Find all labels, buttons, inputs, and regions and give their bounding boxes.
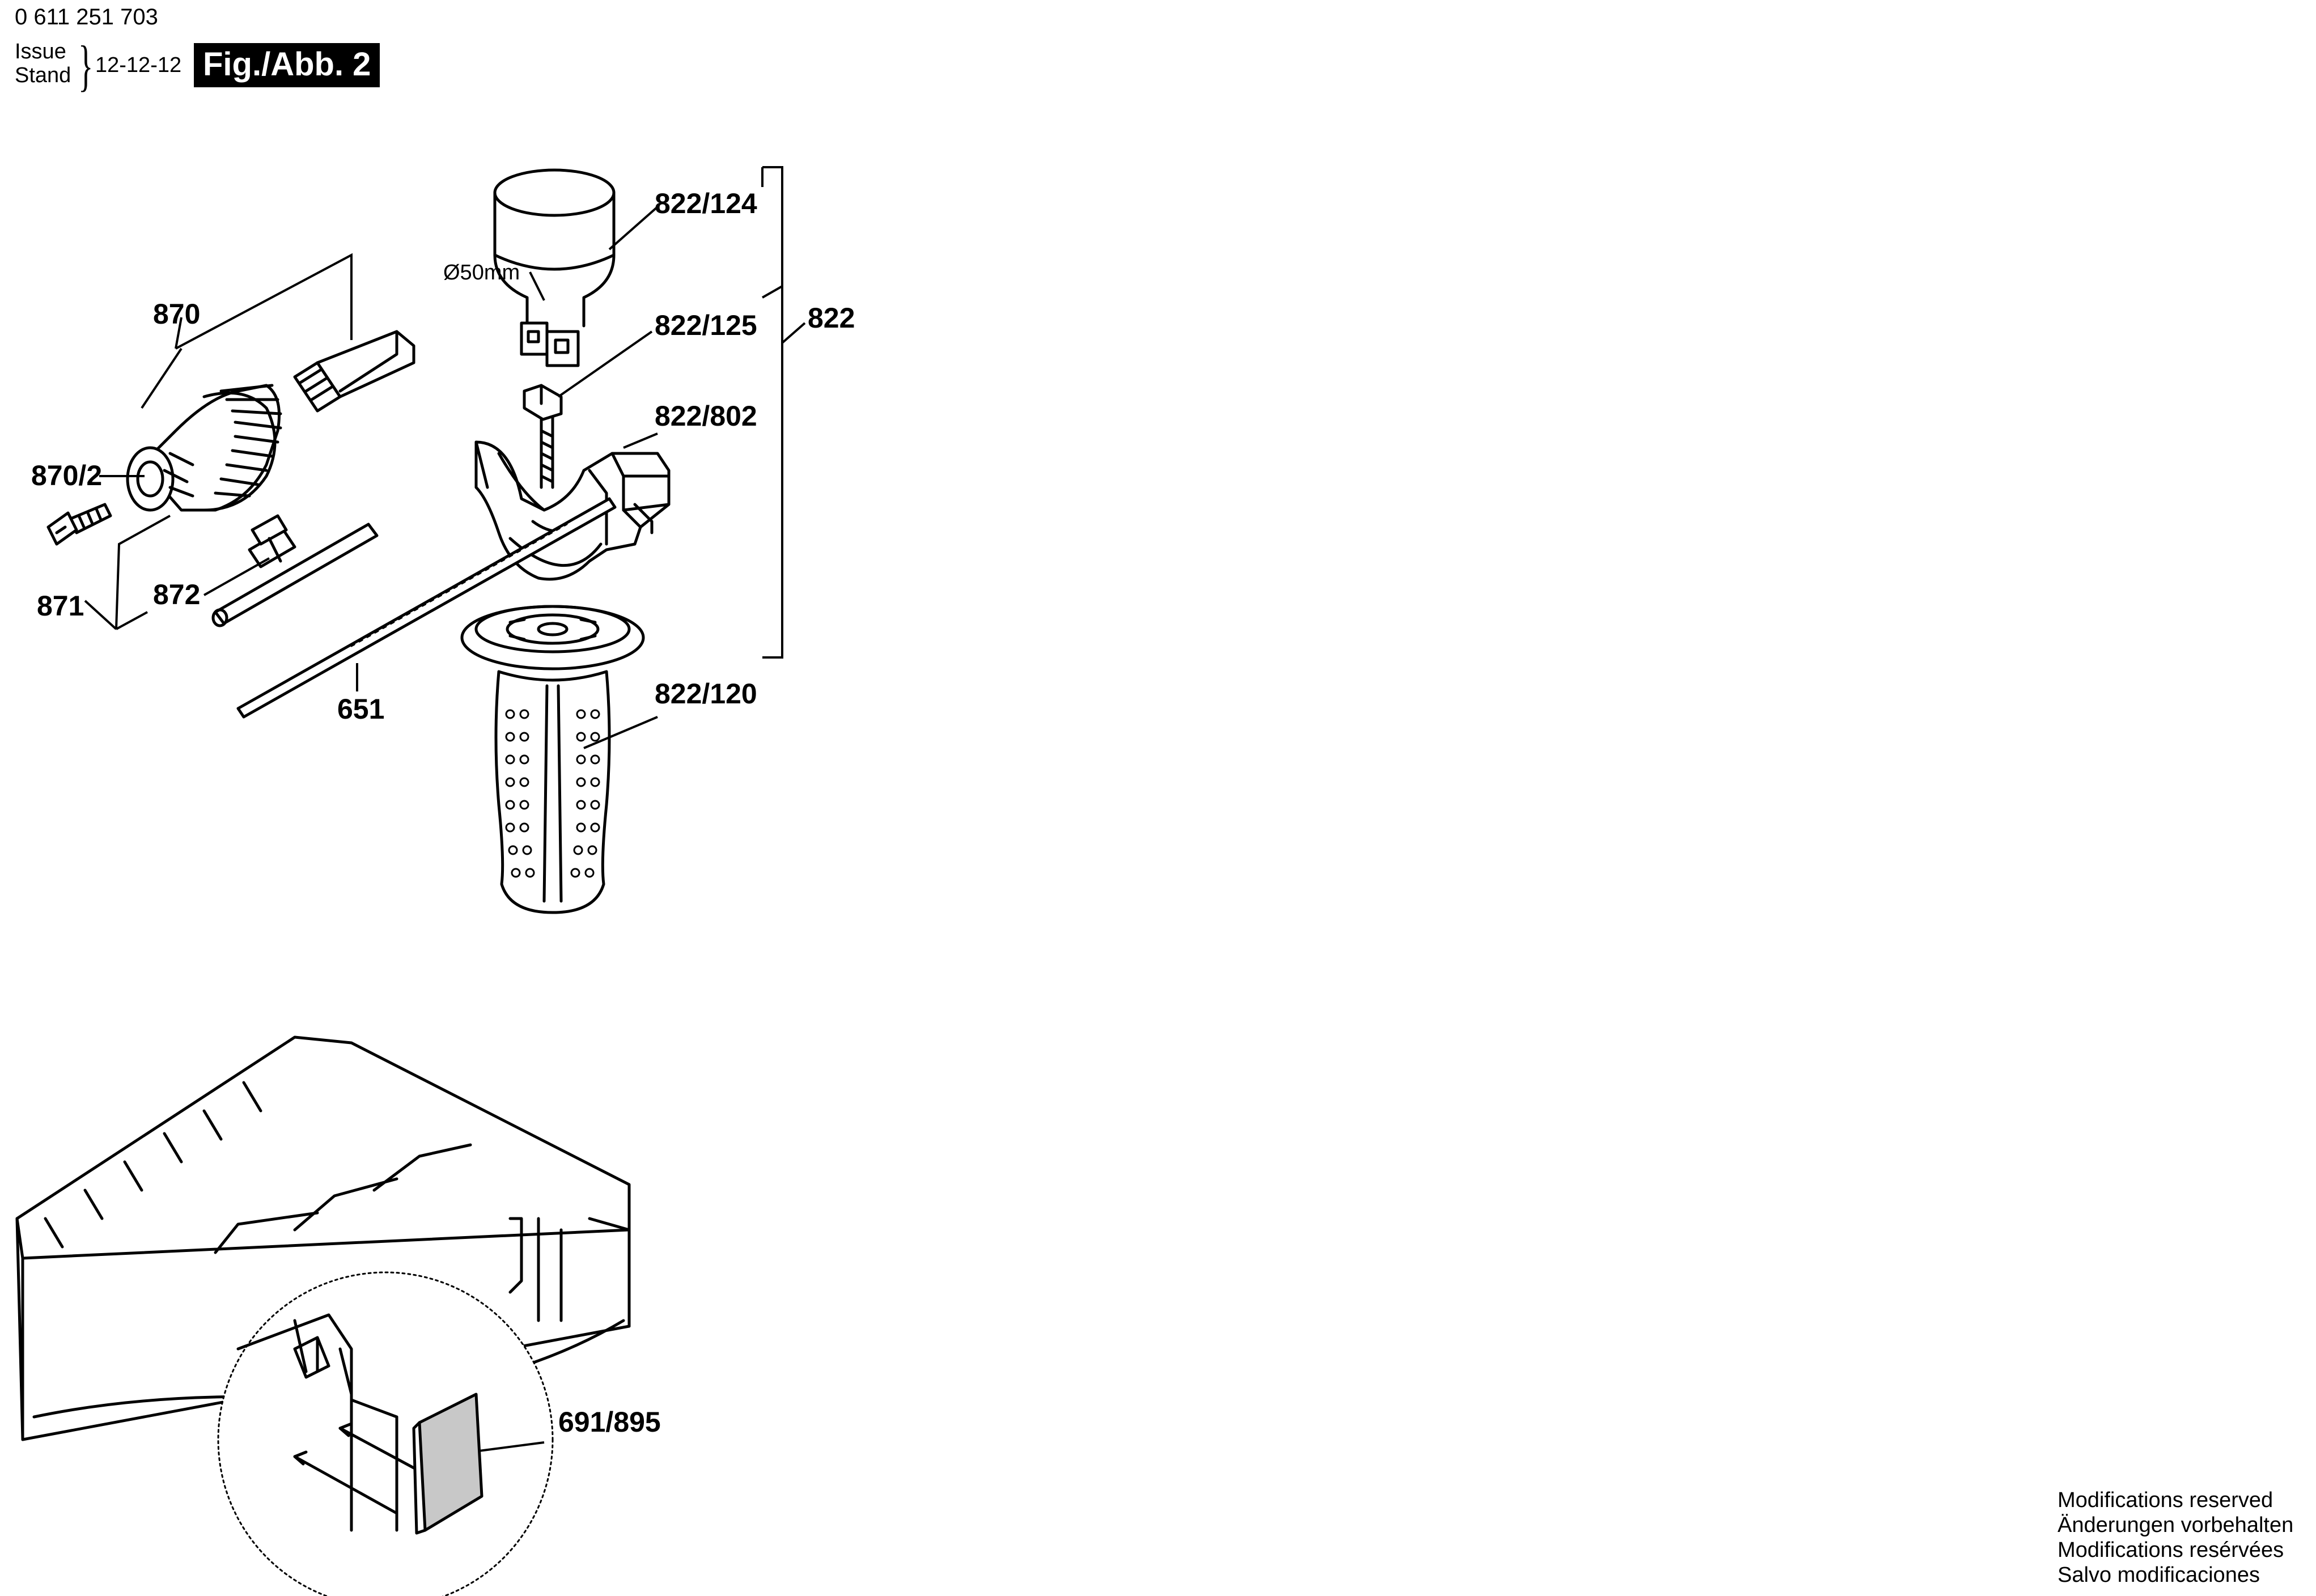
footer-modifications-fr: Modifications resérvées bbox=[2058, 1538, 2284, 1562]
part-label-822-125: 822/125 bbox=[655, 309, 757, 341]
case-detail-callout bbox=[217, 1271, 554, 1596]
footer-modifications-en: Modifications reserved bbox=[2058, 1488, 2273, 1512]
part-label-870: 870 bbox=[153, 298, 201, 330]
leader-lines bbox=[84, 166, 806, 1452]
footer-modifications-es: Salvo modificaciones bbox=[2058, 1563, 2260, 1587]
chuck-key-drawing bbox=[211, 514, 379, 627]
issue-label: Issue Stand bbox=[15, 40, 71, 87]
part-label-822-124: 822/124 bbox=[655, 188, 757, 219]
aux-handle-drawing bbox=[460, 605, 645, 914]
issue-label-en: Issue bbox=[15, 40, 66, 63]
depth-rod-drawing bbox=[236, 497, 617, 719]
part-label-822: 822 bbox=[808, 302, 855, 334]
wing-screw-drawing bbox=[523, 384, 563, 489]
handle-clamp-drawing bbox=[474, 440, 671, 581]
part-label-872: 872 bbox=[153, 579, 201, 610]
part-label-870-2: 870/2 bbox=[31, 460, 103, 491]
dimension-note: Ø50mm bbox=[443, 261, 520, 285]
issue-date: 12-12-12 bbox=[95, 53, 182, 77]
chuck-adapter-drawing bbox=[293, 330, 415, 413]
chuck-screw-drawing bbox=[46, 503, 112, 546]
figure-label: Fig./Abb. 2 bbox=[194, 43, 380, 87]
issue-brace: } bbox=[78, 34, 94, 97]
part-label-822-120: 822/120 bbox=[655, 678, 757, 710]
drill-chuck-drawing bbox=[126, 384, 282, 512]
part-label-822-802: 822/802 bbox=[655, 400, 757, 432]
part-label-871: 871 bbox=[37, 590, 84, 622]
clamp-ring-drawing bbox=[493, 168, 616, 367]
part-label-691-895: 691/895 bbox=[558, 1406, 661, 1438]
document-number: 0 611 251 703 bbox=[15, 5, 158, 29]
part-label-651: 651 bbox=[337, 693, 385, 725]
issue-label-de: Stand bbox=[15, 63, 71, 87]
footer-modifications-de: Änderungen vorbehalten bbox=[2058, 1513, 2294, 1537]
